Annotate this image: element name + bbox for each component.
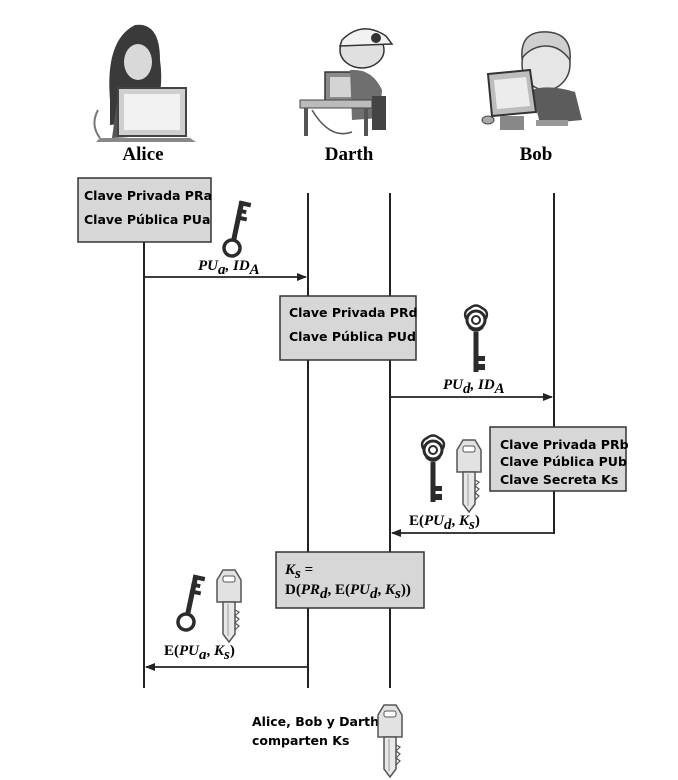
plain-key-icon [174, 571, 208, 634]
bob-secret-key-label: Clave Secreta Ks [500, 472, 618, 487]
actor-alice: Alice [122, 144, 163, 165]
silver-key-icon [456, 439, 482, 513]
darth-key-box: Clave Privada PRd Clave Pública PUd [279, 295, 418, 361]
message-label-1: PUa, IDA [198, 258, 260, 278]
final-note-line-2: comparten Ks [252, 733, 349, 748]
darth-compute-line-2: D(PRd, E(PUd, Ks)) [285, 582, 411, 602]
message-label-2: PUd, IDA [443, 377, 505, 397]
alice-private-key-label: Clave Privada PRa [84, 188, 212, 203]
darth-private-key-label: Clave Privada PRd [289, 305, 418, 320]
silver-key-icon [377, 704, 403, 778]
darth-figure-icon [299, 28, 394, 136]
ornate-key-icon [463, 304, 489, 374]
final-note-line-1: Alice, Bob y Darth [252, 714, 379, 729]
message-label-4: E(PUa, Ks) [164, 643, 235, 663]
bob-private-key-label: Clave Privada PRb [500, 437, 629, 452]
actor-darth: Darth [325, 144, 374, 165]
bob-key-box: Clave Privada PRb Clave Pública PUb Clav… [489, 426, 629, 492]
ornate-key-icon [420, 434, 446, 504]
alice-public-key-label: Clave Pública PUa [84, 212, 210, 227]
actor-bob: Bob [520, 144, 553, 165]
bob-figure-icon [481, 31, 582, 130]
silver-key-icon [216, 569, 242, 643]
alice-key-box: Clave Privada PRa Clave Pública PUa [77, 177, 212, 243]
alice-figure-icon [93, 24, 196, 142]
bob-public-key-label: Clave Pública PUb [500, 454, 627, 469]
darth-compute-line-1: Ks = [284, 562, 313, 582]
message-label-3: E(PUd, Ks) [409, 513, 480, 533]
plain-key-icon [220, 197, 254, 260]
darth-public-key-label: Clave Pública PUd [289, 329, 416, 344]
darth-compute-box: Ks = D(PRd, E(PUd, Ks)) [275, 551, 425, 609]
